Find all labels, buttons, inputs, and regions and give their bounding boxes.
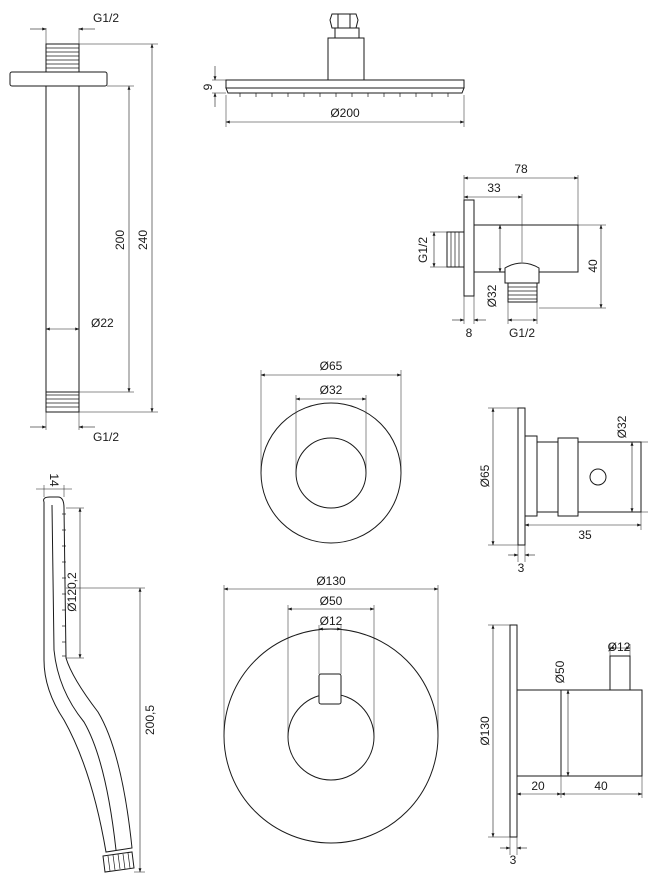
outlet-body-diameter-label: Ø32 (485, 284, 499, 307)
handshower-connector (102, 851, 135, 873)
mixer-side-plate-label: Ø130 (478, 716, 492, 746)
small-valve-ring (557, 437, 579, 517)
outlet-inlet-thread-label: G1/2 (416, 237, 430, 263)
small-rosette-outer-label: Ø65 (320, 359, 343, 373)
shower-head-swivel-ball (334, 27, 360, 39)
arm-diameter-label: Ø22 (91, 316, 114, 330)
outlet-offset-label: 33 (487, 181, 501, 195)
arm-length-total-label: 240 (136, 230, 150, 250)
handshower-nozzles (62, 513, 66, 657)
mixer-knob-diameter-label: Ø50 (320, 594, 343, 608)
handshower-thickness-label: 14 (47, 473, 61, 487)
handshower-view: 14 Ø120,2 200,5 (36, 473, 157, 873)
thread-lines-bottom (46, 394, 79, 408)
wall-outlet-view: 78 33 G1/2 40 Ø32 8 G1/2 (416, 162, 606, 340)
shower-arm-flange (9, 71, 108, 87)
wall-outlet-inlet-thread (446, 231, 465, 268)
small-valve-pin-hole (589, 468, 607, 486)
mixer-side-knob-label: Ø50 (553, 660, 567, 683)
outlet-height-label: 40 (586, 259, 600, 273)
shower-head-stem (327, 37, 365, 81)
small-rosette-inner-circle (295, 437, 367, 509)
shower-arm-top-thread (45, 43, 80, 73)
mixer-front-view: Ø130 Ø50 Ø12 (223, 574, 439, 844)
shower-head-view: 9 Ø200 (201, 13, 465, 127)
shower-head-plate (225, 79, 465, 89)
small-valve-length-label: 35 (578, 528, 592, 542)
arm-thread-bottom-label: G1/2 (93, 430, 119, 444)
small-rosette-view: Ø65 Ø32 (260, 359, 402, 544)
mixer-lever-diameter-label: Ø12 (320, 614, 343, 628)
mixer-side-view: Ø130 Ø50 Ø12 20 40 3 (478, 624, 643, 867)
mixer-knob-circle (287, 693, 375, 781)
shower-head-swivel-nut (329, 13, 359, 29)
shower-head-nozzles (239, 93, 449, 97)
mixer-side-plate-thickness-label: 3 (510, 853, 517, 867)
handshower-body (43, 496, 133, 853)
arm-thread-top-label: G1/2 (93, 11, 119, 25)
small-valve-rosette-label: Ø65 (478, 464, 492, 487)
handshower-total-length-label: 200,5 (143, 705, 157, 735)
mixer-side-knob (560, 689, 643, 777)
mixer-plate-diameter-label: Ø130 (316, 574, 346, 588)
shower-arm-view: G1/2 240 200 Ø22 G1/2 (9, 11, 158, 444)
shower-head-height-label: 9 (201, 83, 215, 90)
small-valve-plate (517, 407, 526, 546)
shower-head-diameter-label: Ø200 (330, 106, 360, 120)
outlet-width-label: 78 (514, 162, 528, 176)
small-valve-side-view: Ø65 Ø32 35 3 (478, 407, 648, 575)
outlet-flange-label: 8 (466, 326, 473, 340)
outlet-outlet-thread-label: G1/2 (509, 326, 535, 340)
small-valve-body-label: Ø32 (615, 415, 629, 438)
mixer-side-depth-2-label: 40 (594, 779, 608, 793)
mixer-side-depth-1-label: 20 (531, 779, 545, 793)
wall-outlet-flange (463, 199, 475, 297)
mixer-side-plate (509, 624, 518, 838)
wall-outlet-outlet-thread (507, 282, 538, 303)
wall-outlet-elbow (504, 262, 540, 284)
mixer-side-lever (609, 655, 631, 691)
small-valve-body (536, 441, 642, 513)
small-valve-plate-label: 3 (518, 561, 525, 575)
small-valve-collar (524, 435, 538, 517)
mixer-side-lever-label: Ø12 (608, 640, 631, 654)
handshower-contour (51, 504, 117, 851)
handshower-head-length-label: Ø120,2 (65, 572, 79, 612)
shower-arm-tube (45, 85, 80, 393)
thread-lines-top (46, 47, 79, 69)
arm-length-inner-label: 200 (113, 230, 127, 250)
mixer-lever (318, 673, 342, 705)
small-rosette-inner-label: Ø32 (320, 383, 343, 397)
mixer-side-collar (516, 689, 562, 777)
